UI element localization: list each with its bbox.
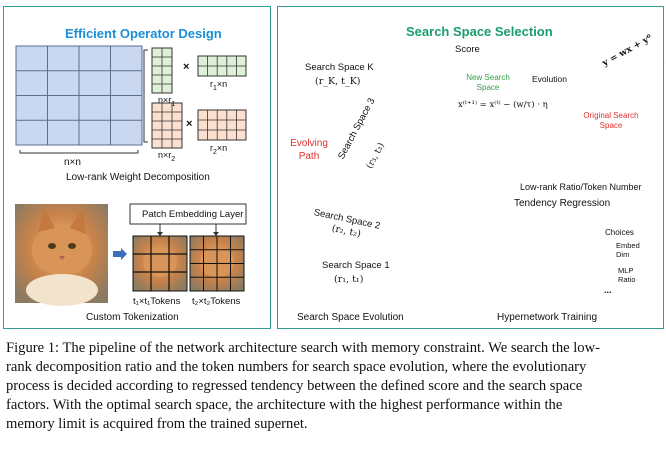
cat-image (15, 204, 108, 306)
factor-b1-sub: 1 (213, 84, 217, 92)
space-k-params: (r_K, t_K) (315, 76, 361, 87)
full-matrix-size-text: n×n (64, 157, 81, 168)
factor-b2-tail: ×n (216, 143, 228, 153)
tokens-fine-label: t₂×t₂Tokens (192, 296, 241, 307)
choices-label: Choices (605, 228, 634, 237)
new-space-label: New Search Space (466, 73, 510, 92)
x-axis-label: Low-rank Ratio/Token Number (520, 182, 642, 192)
factor-b1-text: r (210, 79, 213, 89)
figure-caption: Figure 1: The pipeline of the network ar… (6, 339, 662, 434)
search-space-panel (277, 6, 664, 329)
factor-b2-sub: 2 (213, 148, 217, 156)
factor-a1-label: n×r1 (158, 95, 175, 108)
patch-embedding-box (129, 203, 247, 225)
caption-line-2: rank decomposition ratio and the token n… (6, 359, 587, 375)
evolution-label: Evolution (532, 74, 567, 84)
patch-embedding-label: Patch Embedding Layer (142, 209, 244, 220)
choices-ellipsis: ... (604, 285, 612, 295)
tokenized-image-coarse (132, 235, 188, 292)
low-rank-factor-green (151, 47, 247, 94)
embed-dim-label: Embed Dim (616, 241, 640, 259)
factor-b1-label: r1×n (210, 79, 227, 92)
factor-b1-tail: ×n (216, 79, 228, 89)
mlp-ratio-label: MLP Ratio (618, 266, 636, 284)
full-matrix-size: n×n (64, 157, 81, 168)
factor-b2-text: r (210, 143, 213, 153)
times-symbol-1: × (183, 61, 190, 73)
factor-a2-label: n×r2 (158, 150, 175, 163)
regression-caption: Tendency Regression (514, 198, 611, 209)
factor-a1-text: n×r (158, 95, 172, 105)
tokenization-caption: Custom Tokenization (86, 312, 179, 323)
caption-line-5: memory limit is acquired from the traine… (6, 416, 308, 432)
space-1-params: (r₁, t₁) (334, 274, 364, 285)
score-axis-label: Score (455, 44, 480, 55)
evolution-caption: Search Space Evolution (297, 312, 404, 323)
caption-line-4: factors. With the optimal search space, … (6, 397, 563, 413)
update-rule: x⁽ᵗ⁺¹⁾ = x⁽ᵗ⁾ − (w/τ) · η (458, 100, 548, 110)
times-symbol-2: × (186, 118, 193, 130)
tokens-coarse-label: t₁×t₁Tokens (133, 296, 181, 307)
operator-design-title: Efficient Operator Design (65, 26, 222, 41)
search-space-title: Search Space Selection (406, 24, 553, 39)
tokenized-image-fine (189, 235, 245, 292)
original-space-label: Original Search Space (583, 111, 639, 130)
space-1-name: Search Space 1 (322, 260, 390, 271)
full-weight-matrix (15, 45, 143, 146)
evolving-path-label: Evolving Path (290, 138, 328, 162)
factor-b2-label: r2×n (210, 143, 227, 156)
hypernetwork-caption: Hypernetwork Training (497, 312, 598, 323)
caption-line-3: process is decided according to regresse… (6, 378, 583, 394)
space-k-name: Search Space K (305, 62, 374, 73)
factor-a2-sub: 2 (171, 155, 176, 163)
caption-line-1: Figure 1: The pipeline of the network ar… (6, 340, 600, 356)
decomposition-caption: Low-rank Weight Decomposition (66, 172, 210, 183)
low-rank-factor-orange (151, 102, 247, 149)
factor-a2-text: n×r (158, 150, 172, 160)
factor-a1-sub: 1 (171, 100, 176, 108)
